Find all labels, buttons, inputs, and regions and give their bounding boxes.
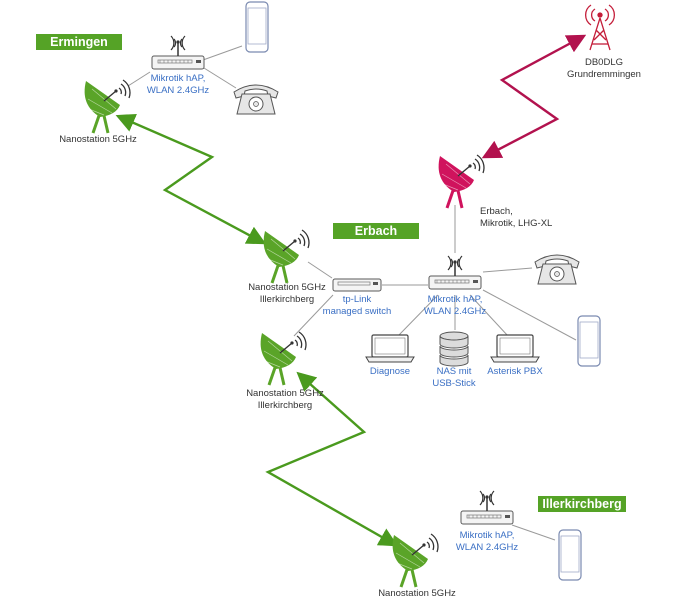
router-ermingen-label-2: WLAN 2.4GHz <box>147 85 210 96</box>
svg-text:Erbach: Erbach <box>355 224 397 238</box>
nanostation-iller-label: Nanostation 5GHz <box>378 588 456 599</box>
switch-label-2: managed switch <box>323 306 392 317</box>
diagnose-label: Diagnose <box>370 366 410 377</box>
smartphone-icon <box>577 315 601 367</box>
router-icon <box>151 35 205 70</box>
smartphone-icon <box>245 1 269 53</box>
switch-label-1: tp-Link <box>343 294 372 305</box>
laptop-icon <box>365 334 415 363</box>
router-erbach-label-2: WLAN 2.4GHz <box>424 306 487 317</box>
link-erbach-illerkirchberg <box>265 371 399 547</box>
router-iller-label-1: Mikrotik hAP, <box>460 530 515 541</box>
radio-tower-icon <box>585 4 615 51</box>
nano-upper-label-1: Nanostation 5GHz <box>248 282 326 293</box>
laptop-icon <box>490 334 540 363</box>
link-lhg-db0dlg <box>481 34 587 159</box>
nano-upper-label-2: Illerkirchberg <box>260 294 314 305</box>
lan-connections <box>127 45 577 541</box>
tower-label-1: DB0DLG <box>585 57 623 68</box>
router-iller-label-2: WLAN 2.4GHz <box>456 542 519 553</box>
nas-label-1: NAS mit <box>437 366 472 377</box>
dish-antenna-icon <box>262 228 311 285</box>
nanostation-ermingen-label: Nanostation 5GHz <box>59 134 137 145</box>
site-label-erbach: Erbach <box>333 223 419 239</box>
lhg-label-1: Erbach, <box>480 206 513 217</box>
telephone-icon <box>534 254 580 285</box>
site-label-ermingen: Ermingen <box>36 34 122 50</box>
dish-antenna-icon <box>437 153 486 210</box>
nano-lower-label-2: Illerkirchberg <box>258 400 312 411</box>
router-icon <box>460 490 514 525</box>
site-label-illerkirchberg: Illerkirchberg <box>538 496 626 512</box>
svg-text:Ermingen: Ermingen <box>50 35 108 49</box>
nas-label-2: USB-Stick <box>432 378 476 389</box>
lhg-label-2: Mikrotik, LHG-XL <box>480 218 552 229</box>
dish-antenna-icon <box>259 330 308 387</box>
link-ermingen-erbach <box>115 113 267 245</box>
router-ermingen-label-1: Mikrotik hAP, <box>151 73 206 84</box>
telephone-icon <box>233 84 279 115</box>
dish-antenna-icon <box>391 532 440 589</box>
svg-text:Illerkirchberg: Illerkirchberg <box>542 497 621 511</box>
asterisk-label: Asterisk PBX <box>487 366 543 377</box>
dish-antenna-icon <box>83 78 132 135</box>
router-erbach-label-1: Mikrotik hAP, <box>428 294 483 305</box>
smartphone-icon <box>558 529 582 581</box>
nas-database-icon <box>439 331 469 367</box>
tower-label-2: Grundremmingen <box>567 69 641 80</box>
network-switch-icon <box>332 278 382 292</box>
nano-lower-label-1: Nanostation 5GHz <box>246 388 324 399</box>
router-icon <box>428 255 482 290</box>
